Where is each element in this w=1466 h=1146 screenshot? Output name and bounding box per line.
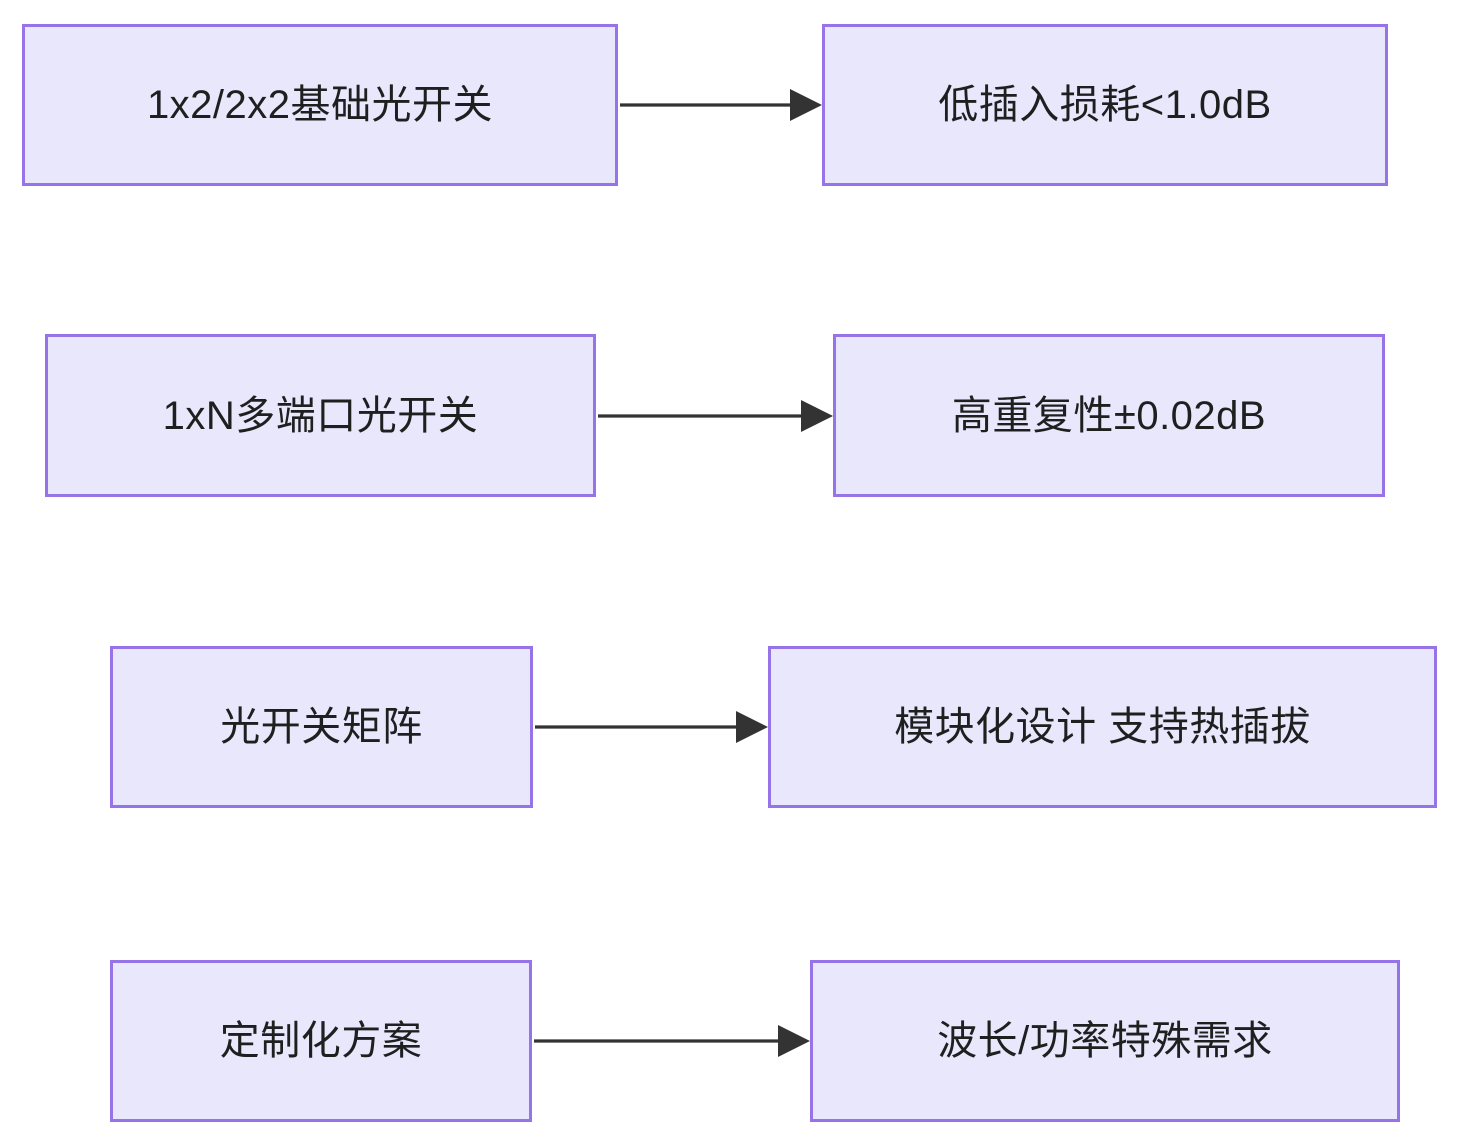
node-label: 高重复性±0.02dB bbox=[951, 393, 1267, 438]
edge-row-3 bbox=[535, 711, 768, 743]
node-label: 低插入损耗<1.0dB bbox=[938, 83, 1272, 127]
node-low-insertion-loss[interactable]: 低插入损耗<1.0dB bbox=[822, 24, 1388, 186]
node-label: 波长/功率特殊需求 bbox=[937, 1019, 1273, 1063]
node-high-repeatability[interactable]: 高重复性±0.02dB bbox=[833, 334, 1385, 497]
node-label: 定制化方案 bbox=[219, 1019, 423, 1063]
arrowhead-row-4 bbox=[778, 1025, 810, 1057]
node-wavelength-power-requirements[interactable]: 波长/功率特殊需求 bbox=[810, 960, 1400, 1122]
node-label: 光开关矩阵 bbox=[220, 705, 423, 749]
node-modular-hotswap[interactable]: 模块化设计 支持热插拔 bbox=[768, 646, 1437, 808]
node-optical-switch-matrix[interactable]: 光开关矩阵 bbox=[110, 646, 533, 808]
edge-row-1 bbox=[620, 89, 822, 121]
node-label: 1x2/2x2基础光开关 bbox=[146, 83, 494, 127]
node-multiport-optical-switch[interactable]: 1xN多端口光开关 bbox=[45, 334, 596, 497]
arrowhead-row-2 bbox=[801, 400, 833, 432]
node-label: 模块化设计 支持热插拔 bbox=[894, 705, 1311, 749]
node-custom-solution[interactable]: 定制化方案 bbox=[110, 960, 532, 1122]
node-label: 1xN多端口光开关 bbox=[162, 393, 479, 438]
edge-row-2 bbox=[598, 400, 833, 432]
arrowhead-row-1 bbox=[790, 89, 822, 121]
arrowhead-row-3 bbox=[736, 711, 768, 743]
node-basic-optical-switch[interactable]: 1x2/2x2基础光开关 bbox=[22, 24, 618, 186]
edge-row-4 bbox=[534, 1025, 810, 1057]
